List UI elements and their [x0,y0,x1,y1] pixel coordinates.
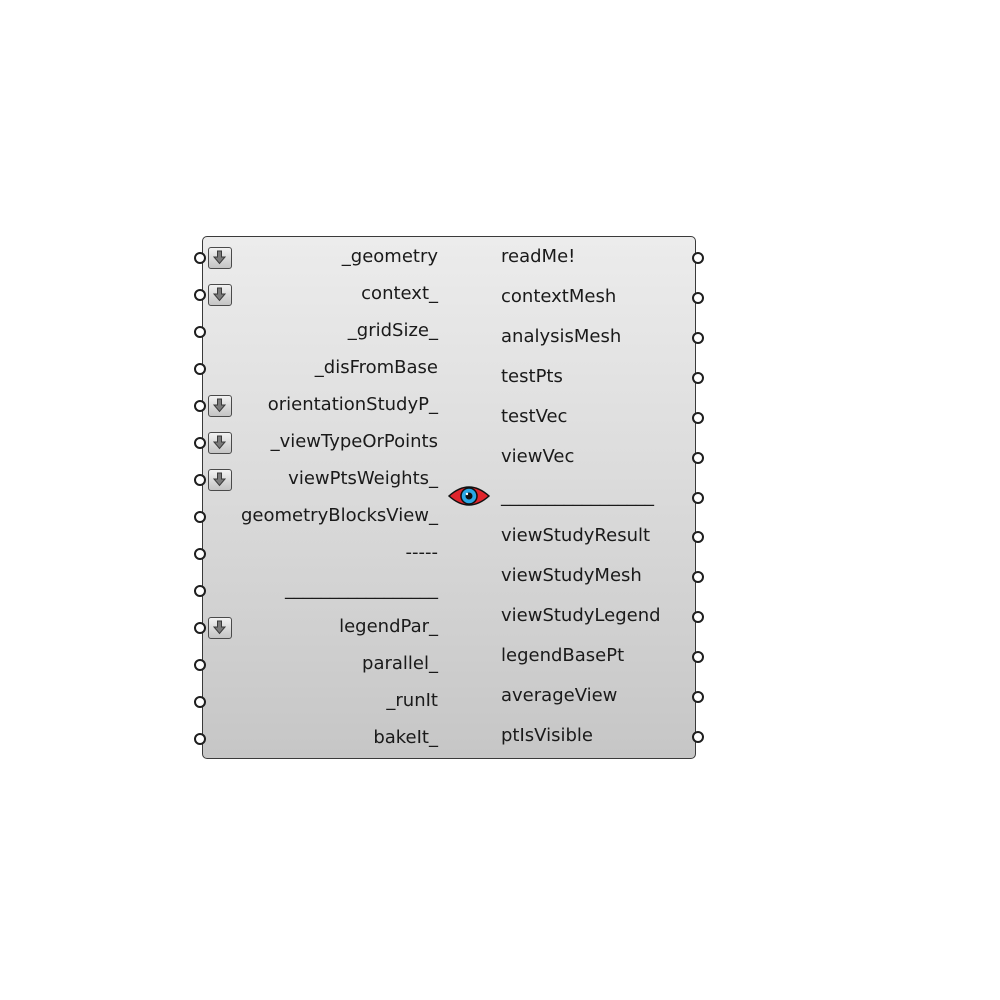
input-grip[interactable] [194,733,206,745]
flatten-icon[interactable] [208,617,232,639]
output-label[interactable]: legendBasePt [501,645,625,667]
input-label[interactable]: bakeIt_ [373,727,438,748]
input-grip[interactable] [194,622,206,634]
view-analysis-component[interactable] [202,236,696,759]
input-grip[interactable] [194,474,206,486]
flatten-icon[interactable] [208,247,232,269]
input-label[interactable]: context_ [361,283,438,304]
output-label[interactable]: testPts [501,365,563,387]
input-grip[interactable] [194,400,206,412]
input-grip[interactable] [194,252,206,264]
output-label[interactable]: readMe! [501,246,576,267]
input-grip[interactable] [194,289,206,301]
output-grip[interactable] [692,252,704,264]
output-grip[interactable] [692,291,704,304]
output-grip[interactable] [692,611,704,624]
input-label[interactable]: legendPar_ [339,616,438,637]
flatten-icon[interactable] [208,284,232,306]
output-label[interactable]: averageView [501,685,618,707]
input-label[interactable]: parallel_ [362,653,438,674]
output-label[interactable]: viewStudyLegend [501,605,661,627]
eye-icon [447,486,491,506]
input-label[interactable]: _disFromBase [314,357,438,378]
output-label[interactable]: testVec [501,405,568,427]
input-grip[interactable] [194,326,206,338]
input-grip[interactable] [194,696,206,708]
input-grip[interactable] [194,548,206,560]
flatten-icon[interactable] [208,469,232,491]
output-grip[interactable] [692,651,704,664]
output-grip[interactable] [692,371,704,384]
output-grip[interactable] [692,731,704,743]
output-label[interactable]: _________________ [501,485,654,507]
output-grip[interactable] [692,411,704,424]
output-grip[interactable] [692,691,704,704]
flatten-icon[interactable] [208,432,232,454]
input-grip[interactable] [194,659,206,671]
input-label[interactable]: _geometry [341,246,438,267]
input-grip[interactable] [194,363,206,375]
output-grip[interactable] [692,571,704,584]
output-label[interactable]: ptIsVisible [501,725,593,746]
output-label[interactable]: analysisMesh [501,325,622,347]
input-label[interactable]: orientationStudyP_ [267,394,438,415]
output-grip[interactable] [692,451,704,464]
output-label[interactable]: viewStudyMesh [501,565,642,587]
output-label[interactable]: viewVec [501,445,575,467]
output-label[interactable]: contextMesh [501,285,617,307]
output-grip[interactable] [692,531,704,544]
input-label[interactable]: ----- [405,542,438,563]
output-label[interactable]: viewStudyResult [501,525,651,547]
input-label[interactable]: _________________ [285,579,438,600]
output-grip[interactable] [692,491,704,504]
input-label[interactable]: viewPtsWeights_ [288,468,438,489]
input-label[interactable]: geometryBlocksView_ [240,505,438,526]
input-label[interactable]: _viewTypeOrPoints [270,431,438,452]
input-grip[interactable] [194,511,206,523]
input-label[interactable]: _runIt [386,690,438,711]
input-grip[interactable] [194,585,206,597]
flatten-icon[interactable] [208,395,232,417]
output-grip[interactable] [692,331,704,344]
input-grip[interactable] [194,437,206,449]
input-label[interactable]: _gridSize_ [347,320,438,341]
